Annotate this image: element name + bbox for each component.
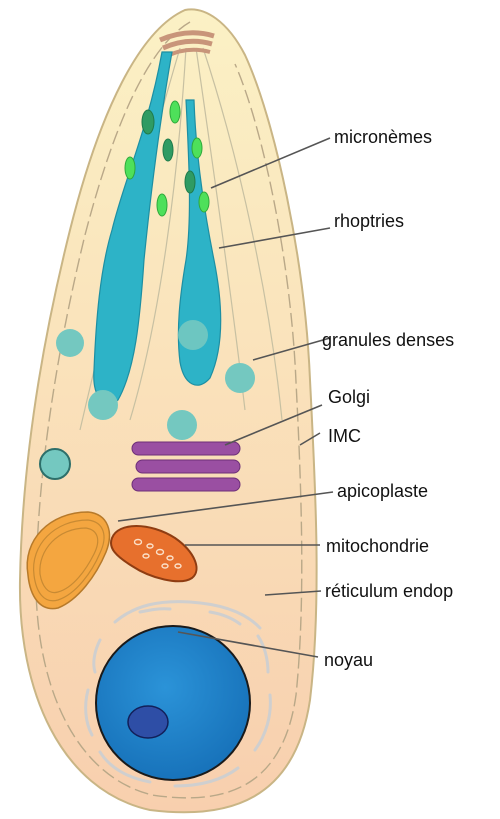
golgi: [132, 442, 240, 491]
label-dense-granules: granules denses: [322, 330, 454, 350]
label-mitochondria: mitochondrie: [326, 536, 429, 556]
label-nucleus: noyau: [324, 650, 373, 670]
label-er: réticulum endop: [325, 581, 453, 601]
label-rhoptries: rhoptries: [334, 211, 404, 231]
nucleus: [96, 626, 250, 780]
label-apicoplast: apicoplaste: [337, 481, 428, 501]
label-golgi: Golgi: [328, 387, 370, 407]
label-imc: IMC: [328, 426, 361, 446]
label-micronemes: micronèmes: [334, 127, 432, 147]
labels: micronèmes rhoptries granules denses Gol…: [322, 127, 454, 670]
nucleolus: [128, 706, 168, 738]
